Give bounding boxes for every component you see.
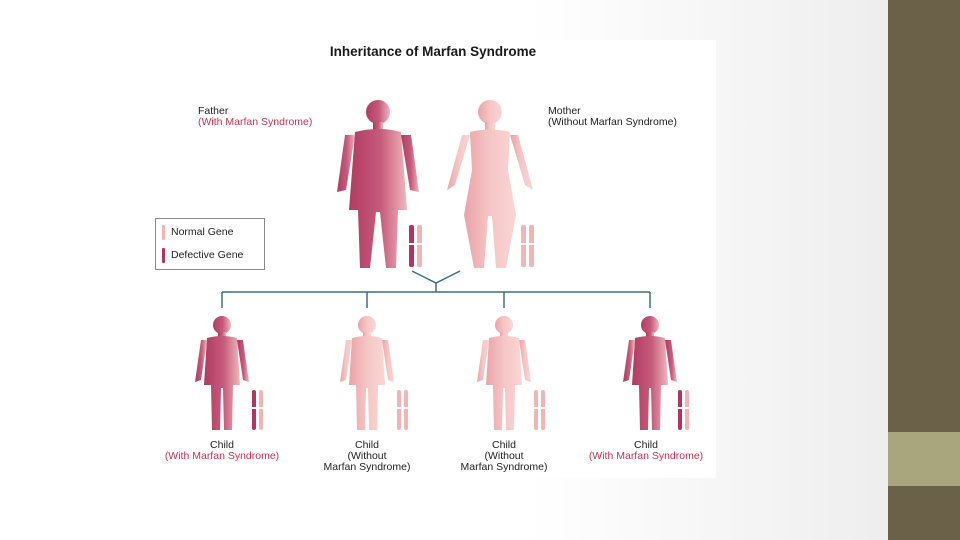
father-chromosomes	[407, 225, 424, 267]
father-figure	[337, 100, 419, 268]
defective-gene-swatch	[162, 248, 165, 263]
child-2-label: Child (Without Marfan Syndrome)	[307, 440, 427, 473]
legend-defective: Defective Gene	[162, 247, 243, 263]
child-1-label: Child (With Marfan Syndrome)	[152, 440, 292, 462]
child-1-figure	[195, 316, 249, 430]
mother-label: Mother (Without Marfan Syndrome)	[548, 106, 677, 128]
child-3-figure	[477, 316, 531, 430]
legend-normal: Normal Gene	[162, 224, 233, 240]
child-2-chromosomes	[395, 390, 410, 430]
marfan-inheritance-figure: Inheritance of Marfan Syndrome	[150, 40, 716, 478]
child-4-figure	[623, 316, 677, 430]
mother-chromosomes	[519, 225, 536, 267]
inheritance-tree-lines	[222, 271, 650, 308]
child-3-chromosomes	[532, 390, 547, 430]
child-4-label: Child (With Marfan Syndrome)	[576, 440, 716, 462]
normal-gene-swatch	[162, 225, 165, 240]
gene-legend: Normal Gene Defective Gene	[155, 218, 265, 270]
slide-sidebar-accent	[888, 432, 960, 486]
child-3-label: Child (Without Marfan Syndrome)	[444, 440, 564, 473]
father-label: Father (With Marfan Syndrome)	[198, 106, 312, 128]
child-4-chromosomes	[676, 390, 691, 430]
child-2-figure	[340, 316, 394, 430]
child-1-chromosomes	[250, 390, 265, 430]
mother-figure	[447, 100, 533, 268]
